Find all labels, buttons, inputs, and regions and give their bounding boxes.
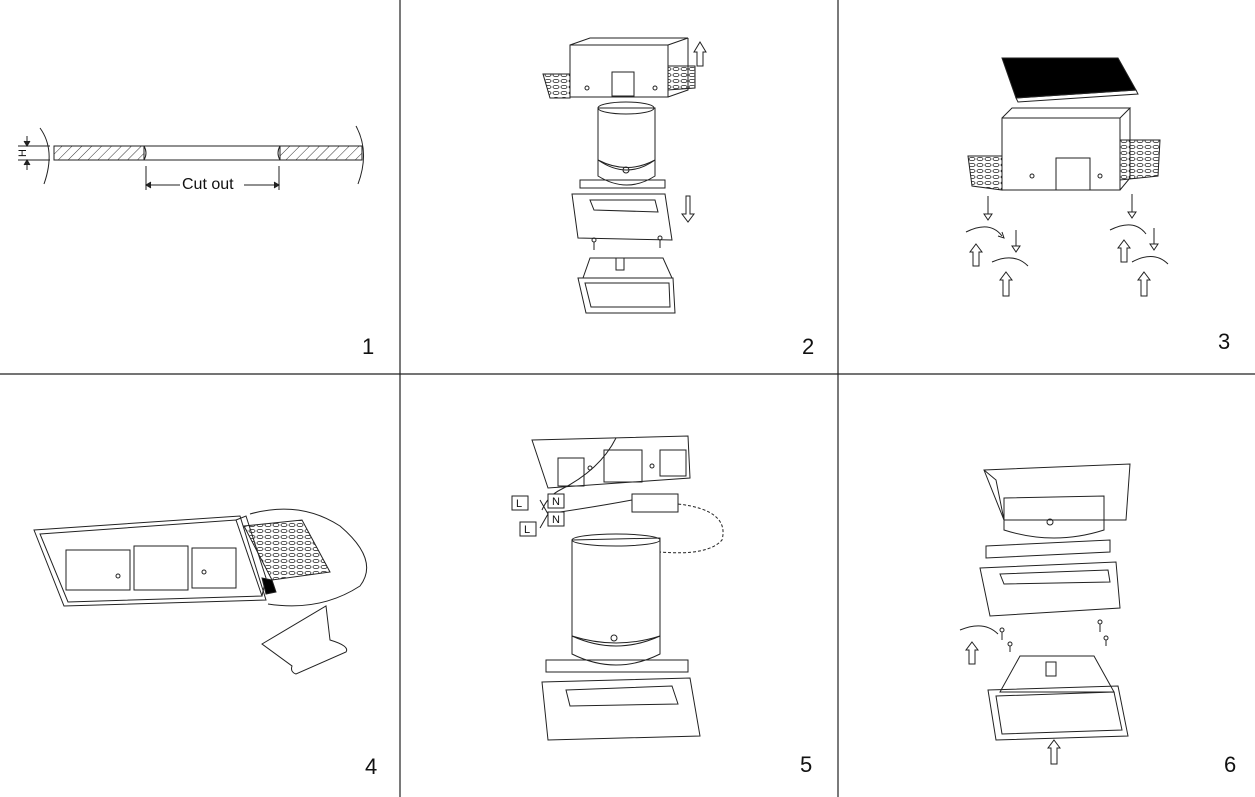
- wire-tag-neutral-top: N: [552, 496, 560, 508]
- panel-2-exploded-fixture: [542, 37, 707, 314]
- panel-4-plaster-finish: [33, 508, 368, 675]
- panel-5-wire-tags: L N L N: [511, 493, 565, 537]
- wire-tag-neutral-bottom: N: [552, 514, 560, 526]
- panel-3-mounting: [965, 57, 1169, 297]
- wire-tag-live-top: L: [516, 498, 522, 510]
- panel-number-4: 4: [365, 754, 378, 779]
- cut-out-label: Cut out: [180, 176, 236, 193]
- panel-6-assembly: [959, 463, 1131, 765]
- panel-number-5: 5: [800, 752, 813, 777]
- panel-number-6: 6: [1224, 752, 1237, 777]
- panel-number-2: 2: [802, 334, 815, 359]
- panel-number-3: 3: [1218, 329, 1231, 354]
- panel-1-ceiling-cutout: [18, 125, 364, 190]
- height-dimension-label: H: [17, 149, 29, 157]
- wire-tag-live-bottom: L: [524, 524, 530, 536]
- screw-group-right: [1109, 194, 1169, 297]
- screw-group-left: [965, 196, 1029, 297]
- panel-5-wiring: [531, 435, 724, 741]
- panel-number-1: 1: [362, 334, 375, 359]
